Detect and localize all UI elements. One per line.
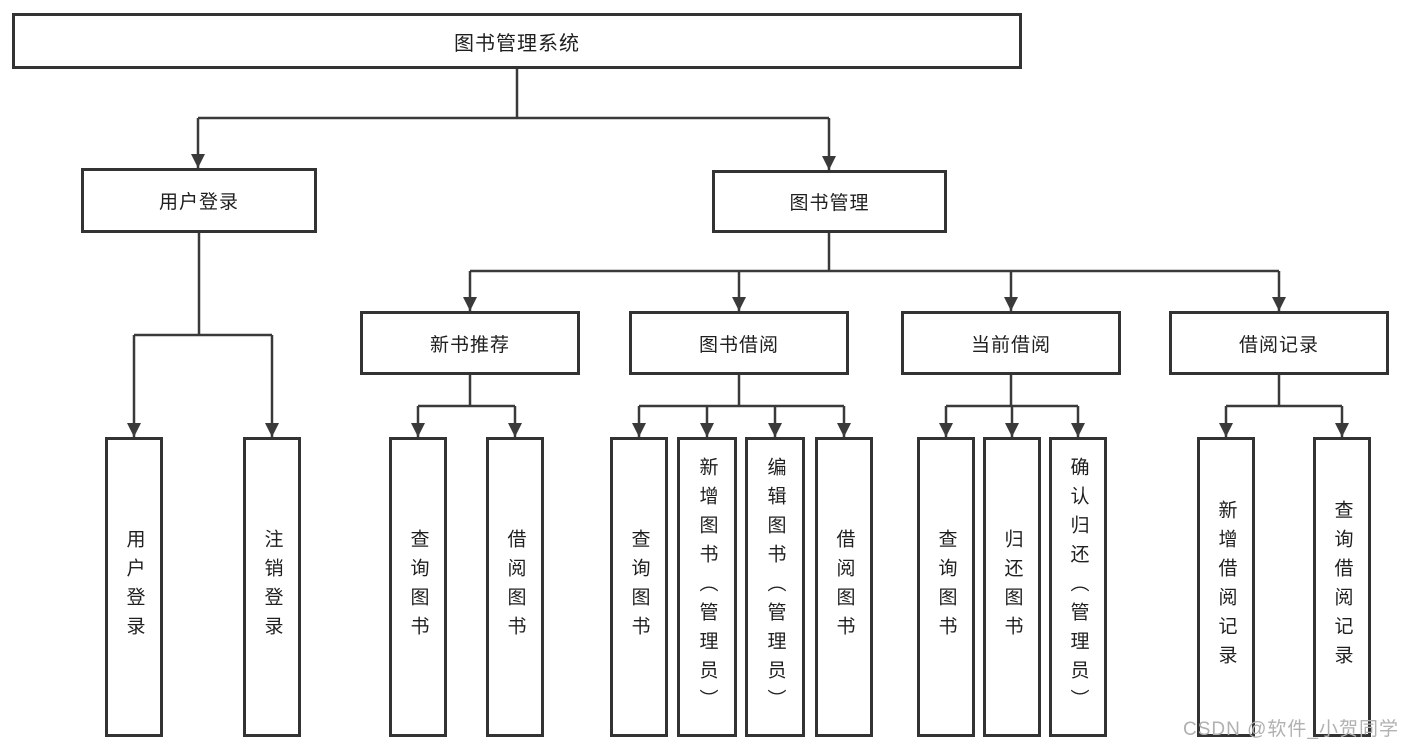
leaf-query-books-current-label: 查询图书 bbox=[935, 529, 957, 645]
csdn-watermark: CSDN @软件_小贺同学 bbox=[1183, 719, 1399, 740]
leaf-add-books-admin: 新增图书（管理员） bbox=[677, 437, 737, 737]
leaf-confirm-return-admin: 确认归还（管理员） bbox=[1049, 437, 1107, 737]
node-borrowing-records: 借阅记录 bbox=[1169, 311, 1389, 375]
leaf-borrow-books-recommend: 借阅图书 bbox=[486, 437, 544, 737]
leaf-edit-books-admin: 编辑图书（管理员） bbox=[745, 437, 805, 737]
leaf-return-books-label: 归还图书 bbox=[1001, 529, 1023, 645]
node-user-login: 用户登录 bbox=[81, 168, 317, 233]
leaf-user-login-label: 用户登录 bbox=[123, 529, 145, 645]
leaf-add-books-admin-label: 新增图书（管理员） bbox=[696, 456, 718, 718]
node-book-borrowing: 图书借阅 bbox=[629, 311, 849, 375]
leaf-query-books-recommend: 查询图书 bbox=[389, 437, 447, 737]
node-book-management: 图书管理 bbox=[712, 170, 947, 233]
leaf-borrow-books-borrowing-label: 借阅图书 bbox=[833, 529, 855, 645]
leaf-query-books-recommend-label: 查询图书 bbox=[407, 529, 429, 645]
leaf-confirm-return-admin-label: 确认归还（管理员） bbox=[1067, 456, 1089, 718]
leaf-query-borrow-record: 查询借阅记录 bbox=[1313, 437, 1371, 737]
leaf-logout-label: 注销登录 bbox=[261, 529, 283, 645]
node-current-borrowing: 当前借阅 bbox=[901, 311, 1121, 375]
leaf-return-books: 归还图书 bbox=[983, 437, 1041, 737]
leaf-borrow-books-recommend-label: 借阅图书 bbox=[504, 529, 526, 645]
node-library-system: 图书管理系统 bbox=[12, 13, 1022, 69]
leaf-query-books-borrowing-label: 查询图书 bbox=[628, 529, 650, 645]
leaf-logout: 注销登录 bbox=[243, 437, 301, 737]
leaf-query-books-current: 查询图书 bbox=[917, 437, 975, 737]
node-new-book-recommend: 新书推荐 bbox=[360, 311, 580, 375]
leaf-add-borrow-record: 新增借阅记录 bbox=[1197, 437, 1255, 737]
leaf-borrow-books-borrowing: 借阅图书 bbox=[815, 437, 873, 737]
leaf-query-borrow-record-label: 查询借阅记录 bbox=[1331, 500, 1353, 674]
leaf-edit-books-admin-label: 编辑图书（管理员） bbox=[764, 456, 786, 718]
leaf-add-borrow-record-label: 新增借阅记录 bbox=[1215, 500, 1237, 674]
leaf-user-login: 用户登录 bbox=[105, 437, 163, 737]
leaf-query-books-borrowing: 查询图书 bbox=[610, 437, 668, 737]
